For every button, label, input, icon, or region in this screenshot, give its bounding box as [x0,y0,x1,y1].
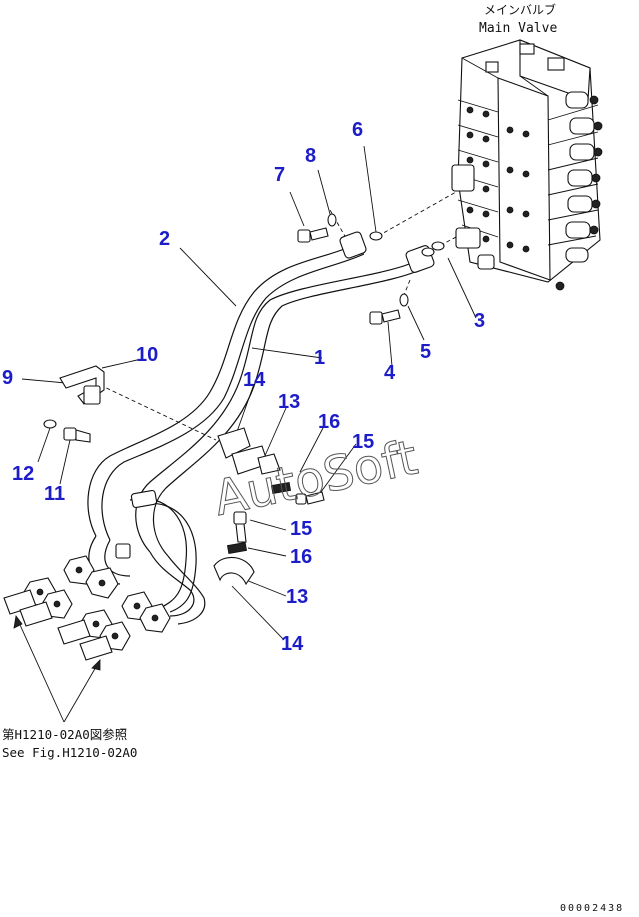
callout-6: 6 [352,119,364,141]
callout-12: 12 [12,463,35,485]
hose-assemblies [87,245,425,625]
callout-7: 7 [274,164,286,186]
drawing-number: 00002438 [560,903,625,914]
callout-2: 2 [159,228,171,250]
callout-14-upper: 14 [243,369,266,391]
hose-flange-ends [3,555,171,661]
callout-15-lower: 15 [290,518,313,540]
callout-13-upper: 13 [278,391,301,413]
main-valve-title-en: Main Valve [479,21,557,36]
callout-16-upper: 16 [318,411,341,433]
callout-5: 5 [420,341,432,363]
reference-caption-en: See Fig.H1210-02A0 [2,745,138,760]
callout-11: 11 [44,483,66,505]
reference-arrowheads [13,615,101,671]
callout-10: 10 [136,344,159,366]
callout-9: 9 [2,367,14,389]
hardware-drawings [43,213,445,586]
reference-caption-jp: 第H1210-02A0図参照 [2,727,128,742]
watermark: AutoSoft [205,400,445,528]
main-valve-title-jp: メインバルブ [484,2,556,17]
callout-14-lower: 14 [281,633,304,655]
leader-lines [15,145,477,723]
hose-clamp-drawing [115,489,158,559]
watermark-text: AutoSoft [209,430,422,520]
callout-13-lower: 13 [286,586,309,608]
callout-15-upper: 15 [352,431,375,453]
hose-valve-fittings [339,231,435,273]
callout-3: 3 [474,310,486,332]
callout-16-lower: 16 [290,546,313,568]
callout-1: 1 [314,347,326,369]
main-valve-drawing [451,39,603,291]
callout-8: 8 [305,145,317,167]
callout-4: 4 [384,362,396,384]
